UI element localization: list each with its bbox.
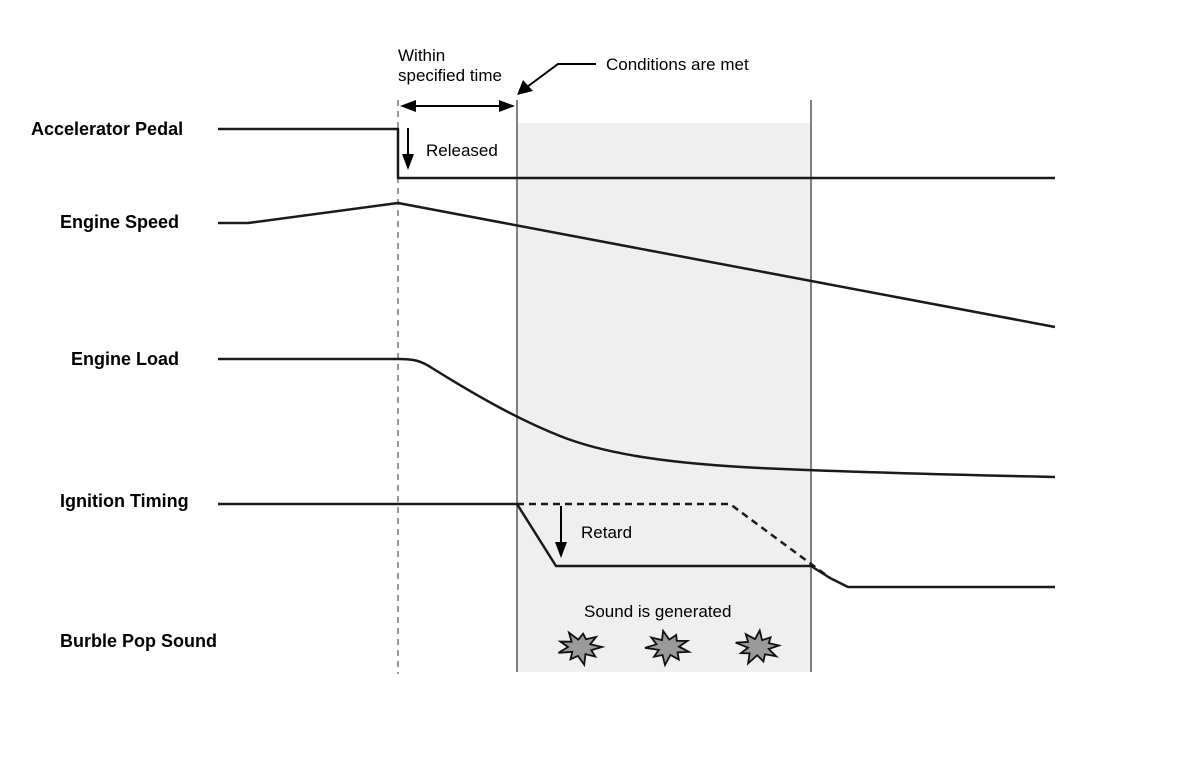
specified-time-double-arrow [400,100,515,112]
retard-label: Retard [581,523,632,542]
pop-burst-icon [644,628,693,668]
pop-burst-icon [735,628,783,666]
active-window-shading [517,123,811,672]
conditions-met-callout-arrow [517,63,596,95]
row-label-engine-load: Engine Load [71,349,179,369]
pop-burst-group [557,628,783,668]
retard-arrow [555,506,567,558]
row-label-ignition-timing: Ignition Timing [60,491,189,511]
row-label-accelerator-pedal: Accelerator Pedal [31,119,183,139]
ignition-timing-return [810,564,1055,589]
row-label-engine-speed: Engine Speed [60,212,179,232]
conditions-met-label: Conditions are met [606,55,749,74]
released-label: Released [426,141,498,160]
sound-generated-label: Sound is generated [584,602,731,621]
engine-speed-signal [218,201,1056,329]
released-arrow [402,128,414,170]
accelerator-pedal-signal [218,127,1055,180]
row-label-burble-pop-sound: Burble Pop Sound [60,631,217,651]
pop-burst-icon [557,630,606,668]
ignition-timing-signal [218,502,811,568]
engine-load-signal [218,357,1056,479]
within-specified-time-label: Within specified time [398,46,502,85]
